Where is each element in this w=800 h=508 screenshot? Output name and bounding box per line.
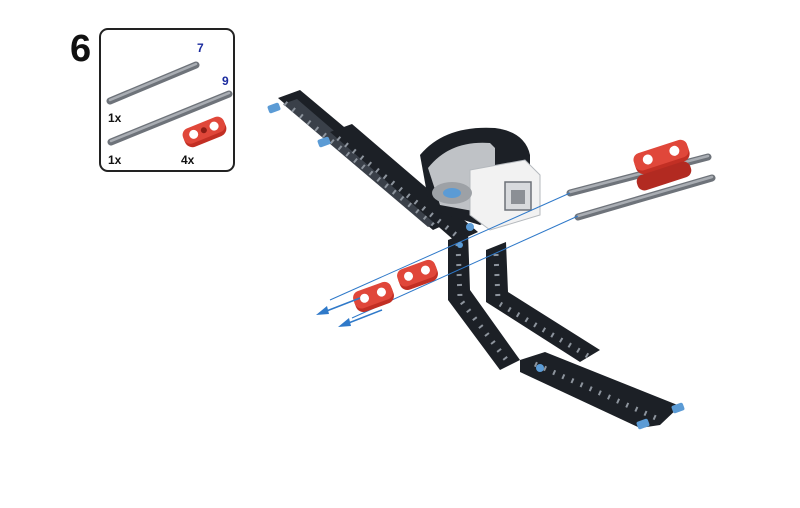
bottom-long-beam	[520, 352, 680, 428]
large-motor	[420, 127, 541, 231]
cross-block-part	[182, 116, 227, 148]
axle-9-length-label: 9	[222, 74, 229, 88]
axle-7-part	[106, 61, 200, 105]
insert-arrow-lower	[338, 309, 383, 327]
left-cross-block-lower	[353, 281, 394, 312]
blue-pins	[267, 102, 685, 430]
cross-block-quantity: 4x	[181, 153, 195, 167]
axle-7-length-label: 7	[197, 41, 204, 55]
axle-9-part	[107, 90, 233, 146]
insert-arrow-upper	[316, 297, 361, 315]
axle-7-quantity: 1x	[108, 111, 122, 125]
step-number: 6	[70, 28, 92, 70]
left-cross-block-upper	[397, 259, 438, 290]
right-cross-blocks	[633, 139, 692, 191]
parts-callout: 7 1x 9 1x 4x	[99, 28, 235, 172]
parts-callout-art	[106, 61, 233, 148]
axle-9-quantity: 1x	[108, 153, 122, 167]
lower-angled-beam-right	[486, 242, 600, 362]
